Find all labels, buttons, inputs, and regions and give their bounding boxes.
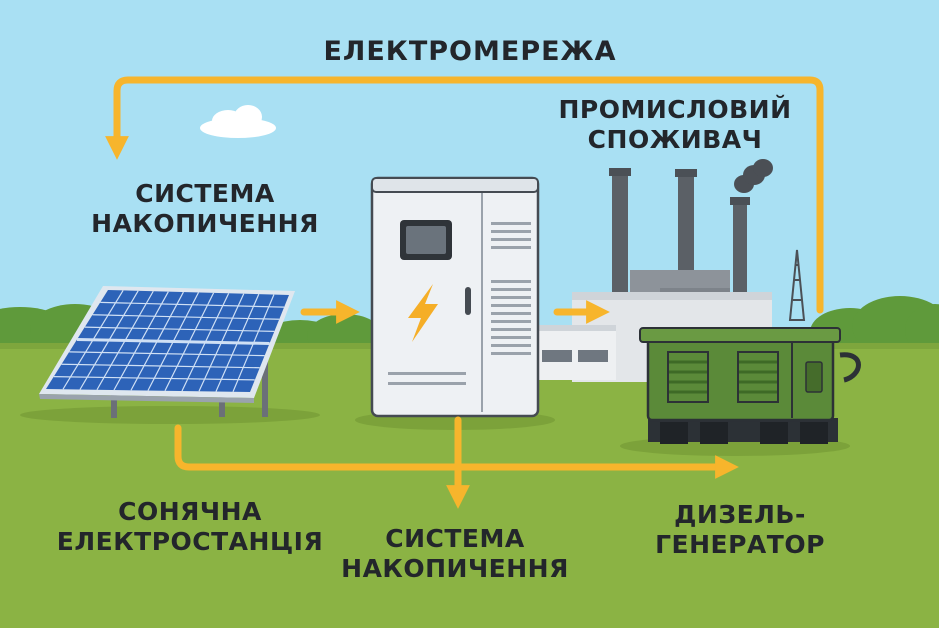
cloud <box>200 105 276 138</box>
cabinet-handle <box>465 287 471 315</box>
cabinet-vents <box>388 222 531 385</box>
storage-top-line-2: НАКОПИЧЕННЯ <box>91 208 319 238</box>
solar-station-label: СОНЯЧНА ЕЛЕКТРОСТАНЦІЯ <box>40 497 340 556</box>
solar-label-line-1: СОНЯЧНА <box>118 497 262 526</box>
solar-cell-divider <box>69 351 265 357</box>
storage-bottom-line-2: НАКОПИЧЕННЯ <box>341 553 569 583</box>
lightning-bolt-icon <box>408 284 438 342</box>
solar-shadow <box>20 406 320 424</box>
consumer-label-line-2: СПОЖИВАЧ <box>587 124 763 154</box>
solar-cell-divider <box>100 301 285 308</box>
solar-cell-divider <box>76 338 270 345</box>
storage-bottom-line-1: СИСТЕМА <box>385 524 525 553</box>
solar-cell-divider <box>61 363 260 369</box>
grid-loop-arrow <box>105 76 824 314</box>
storage-system-label-top: СИСТЕМА НАКОПИЧЕННЯ <box>70 179 340 238</box>
solar-cell-divider <box>84 326 275 332</box>
storage-system-label-bottom: СИСТЕМА НАКОПИЧЕННЯ <box>310 524 600 583</box>
diesel-generator-label: ДИЗЕЛЬ- ГЕНЕРАТОР <box>610 500 870 559</box>
storage-cabinet <box>370 176 540 418</box>
solar-label-line-2: ЕЛЕКТРОСТАНЦІЯ <box>56 526 324 556</box>
storage-top-line-1: СИСТЕМА <box>135 179 275 208</box>
grid-label: ЕЛЕКТРОМЕРЕЖА <box>250 36 690 68</box>
flow-arrows <box>105 76 824 509</box>
solar-cell-divider <box>53 376 255 381</box>
diesel-label-line-2: ГЕНЕРАТОР <box>655 529 825 559</box>
industrial-consumer-label: ПРОМИСЛОВИЙ СПОЖИВАЧ <box>545 95 805 154</box>
solar-cell-divider <box>92 314 280 320</box>
solar-to-generator-arrow <box>174 424 739 479</box>
grid-label-text: ЕЛЕКТРОМЕРЕЖА <box>323 36 617 67</box>
diesel-label-line-1: ДИЗЕЛЬ- <box>674 500 806 529</box>
consumer-label-line-1: ПРОМИСЛОВИЙ <box>558 95 792 124</box>
solar-panel <box>39 286 295 418</box>
diesel-generator <box>639 327 861 444</box>
